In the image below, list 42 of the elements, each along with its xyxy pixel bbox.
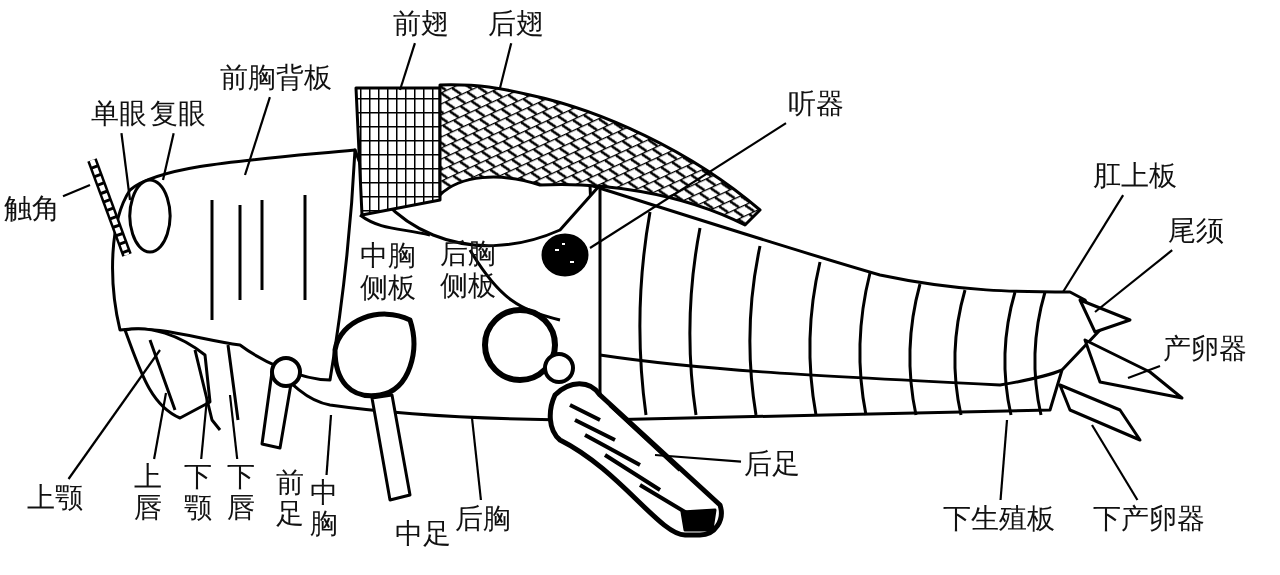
leader-line bbox=[589, 122, 787, 249]
leader-line bbox=[654, 453, 742, 463]
leader-line bbox=[999, 419, 1009, 501]
leader-line bbox=[228, 394, 239, 460]
part-label: 后胸 bbox=[455, 503, 511, 536]
part-label: 下产卵器 bbox=[1093, 503, 1205, 536]
leader-line bbox=[161, 132, 175, 181]
part-label: 产卵器 bbox=[1163, 333, 1247, 366]
leader-line bbox=[1091, 424, 1139, 501]
leader-line bbox=[470, 417, 482, 501]
leader-line bbox=[153, 392, 168, 460]
part-label: 后胸侧板 bbox=[440, 238, 496, 303]
leader-line bbox=[243, 96, 271, 176]
leader-line bbox=[1127, 364, 1161, 380]
leader-line bbox=[120, 133, 132, 201]
part-label: 尾须 bbox=[1168, 215, 1224, 248]
part-label: 上颚 bbox=[27, 482, 83, 515]
part-label: 后足 bbox=[744, 448, 800, 481]
leader-line bbox=[62, 184, 91, 198]
part-label: 上唇 bbox=[134, 462, 162, 524]
leader-line bbox=[1062, 194, 1125, 293]
part-label: 下颚 bbox=[184, 462, 212, 524]
part-label: 前翅 bbox=[393, 8, 449, 41]
leader-line bbox=[200, 397, 209, 460]
part-label: 单眼 bbox=[91, 98, 147, 131]
part-label: 中胸 bbox=[310, 478, 338, 540]
part-label: 前足 bbox=[276, 468, 304, 530]
part-label: 后翅 bbox=[488, 8, 544, 41]
leader-line bbox=[1094, 249, 1173, 313]
part-label: 中胸侧板 bbox=[360, 240, 416, 305]
part-label: 触角 bbox=[4, 193, 60, 226]
leader-line bbox=[67, 349, 161, 480]
part-label: 下生殖板 bbox=[943, 503, 1055, 536]
part-label: 肛上板 bbox=[1093, 160, 1177, 193]
part-label: 听器 bbox=[788, 88, 844, 121]
part-label: 复眼 bbox=[150, 98, 206, 131]
leader-line bbox=[325, 414, 333, 476]
leader-line bbox=[398, 42, 416, 91]
leader-line bbox=[498, 42, 513, 89]
part-label: 下唇 bbox=[227, 462, 255, 524]
part-label: 中足 bbox=[395, 518, 451, 551]
part-label: 前胸背板 bbox=[220, 62, 332, 95]
